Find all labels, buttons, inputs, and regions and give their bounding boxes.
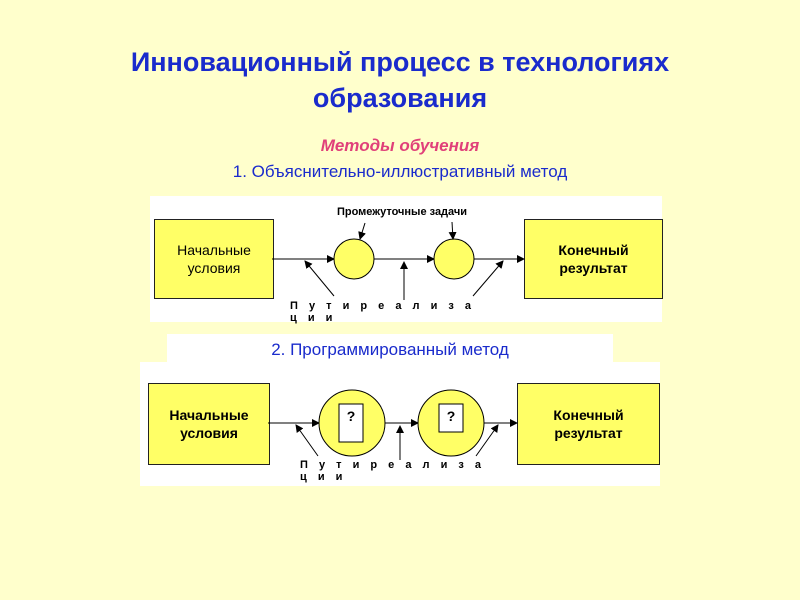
d2-up-arrow-1 — [295, 424, 319, 457]
title-line-2: образования — [312, 83, 488, 113]
intermediate-tasks-label: Промежуточные задачи — [310, 201, 494, 223]
d1-down-arrow-2 — [448, 221, 457, 240]
method1-heading: 1. Объяснительно-иллюстративный метод — [232, 162, 568, 181]
d2-up-arrow-3 — [475, 424, 499, 457]
method1-end-label: Конечный результат — [558, 242, 629, 276]
subtitle: Методы обучения — [320, 136, 480, 155]
d2-question-box-1 — [338, 403, 364, 443]
method2-end-label: Конечный результат — [553, 407, 624, 441]
method2-start-label: Начальные условия — [169, 407, 249, 441]
method1-paths-label: П у т и р е а л и з а ц и и — [290, 300, 486, 324]
d2-question-mark-2: ? — [447, 408, 456, 424]
method1-end-box: Конечный результат — [524, 219, 663, 299]
method2-paths-label: П у т и р е а л и з а ц и и — [300, 459, 496, 483]
method1-start-box: Начальные условия — [154, 219, 274, 299]
title-line-1: Инновационный процесс в технологиях — [130, 47, 670, 77]
d1-stage-circle-2 — [433, 238, 475, 280]
d1-up-arrow-1 — [304, 260, 335, 297]
method2-end-box: Конечный результат — [517, 383, 660, 465]
d2-question-box-2 — [438, 403, 464, 433]
page-title: Инновационный процесс в технологиях обра… — [0, 44, 800, 116]
method1-start-label: Начальные условия — [177, 242, 251, 276]
d1-down-arrow-1 — [358, 222, 366, 240]
method2-start-box: Начальные условия — [148, 383, 270, 465]
d1-stage-circle-1 — [333, 238, 375, 280]
method2-heading: 2. Программированный метод — [167, 334, 613, 366]
d2-question-mark-1: ? — [347, 408, 356, 424]
d1-up-arrow-3 — [472, 260, 504, 297]
